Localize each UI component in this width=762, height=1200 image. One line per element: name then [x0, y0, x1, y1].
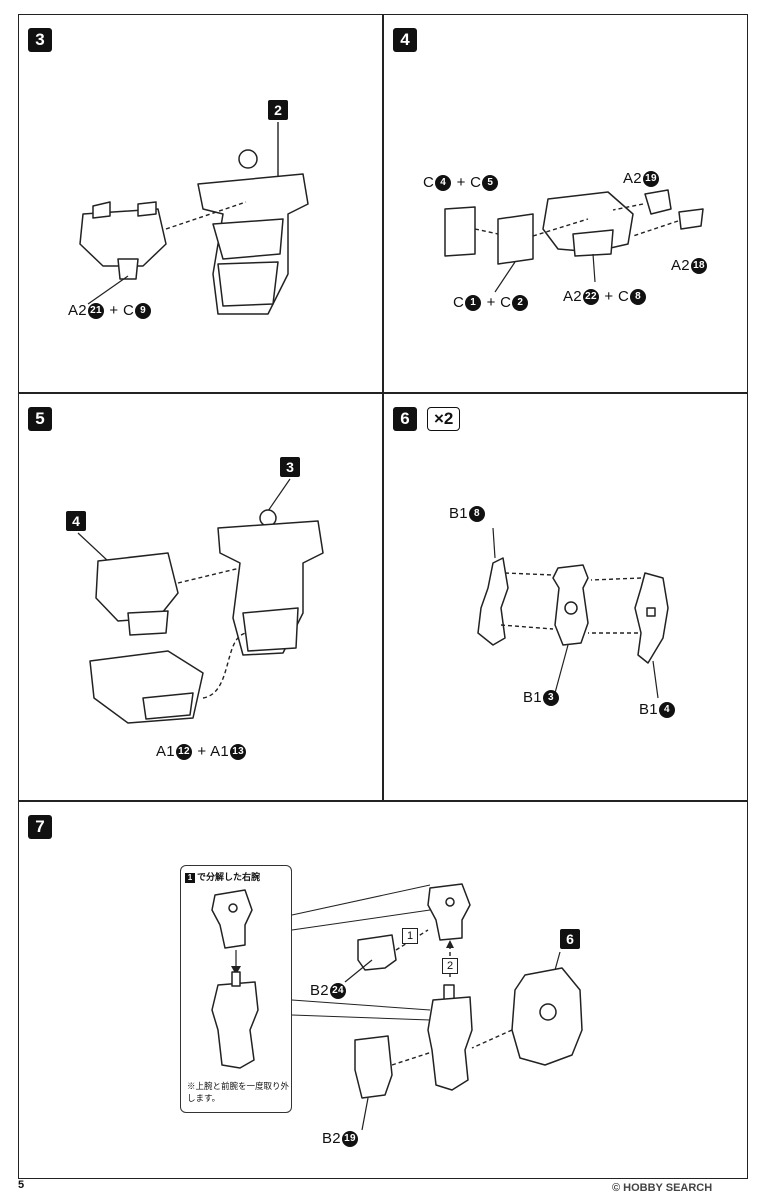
part-code: B1 [449, 505, 468, 522]
part-code: C [617, 288, 630, 305]
part-code: C [470, 174, 482, 191]
part-code: C [122, 302, 135, 319]
plus-sign: + [456, 174, 466, 191]
part-code: A2 [563, 288, 582, 305]
part-number-badge: 21 [87, 303, 104, 320]
quantity-multiplier: ×2 [427, 407, 461, 431]
inset-note: ※上腕と前腕を一度取り外します。 [187, 1081, 290, 1103]
torso-chest-assembly-illustration [77, 478, 324, 724]
part-number-badge: 8 [630, 289, 647, 306]
part-code: A2 [623, 170, 642, 187]
part-number-badge: 22 [582, 289, 599, 306]
part-number-badge: 19 [341, 1131, 358, 1148]
part-code: C [423, 174, 435, 191]
part-number-badge: 19 [642, 171, 659, 188]
part-number-badge: 9 [135, 303, 152, 320]
part-number-badge: 24 [329, 983, 346, 1000]
page-number: 5 [18, 1179, 25, 1191]
divider-vertical-top [382, 14, 384, 800]
step-number: 5 [28, 407, 52, 431]
part-number-badge: 8 [468, 506, 485, 523]
part-number-badge: 1 [465, 295, 482, 312]
part-code: C [453, 294, 465, 311]
part-number-badge: 4 [658, 702, 675, 719]
plus-sign: + [486, 294, 496, 311]
part-number-badge: 18 [690, 258, 707, 275]
part-number-badge: 2 [512, 295, 529, 312]
assembly-ref-left: 4 [66, 511, 86, 531]
step-number: 7 [28, 815, 52, 839]
step-number: 4 [393, 28, 417, 52]
part-code: B2 [322, 1130, 341, 1147]
plus-sign: + [109, 302, 119, 319]
divider-horizontal-2 [18, 800, 748, 802]
order-step-1-box: 1 [402, 928, 418, 944]
plus-sign: + [197, 743, 207, 760]
part-code: A2 [68, 302, 87, 319]
part-code: A1 [156, 743, 175, 760]
step-number: 6 [393, 407, 417, 431]
inset-title-text: で分解した右腕 [197, 872, 261, 882]
part-number-badge: 4 [435, 175, 452, 192]
plus-sign: + [604, 288, 614, 305]
torso-part-illustration [79, 122, 309, 315]
part-code: B1 [523, 689, 542, 706]
part-code: C [500, 294, 512, 311]
step-7-panel: 7 6 [18, 801, 748, 1179]
part-code: B1 [639, 701, 658, 718]
joint-parts-illustration [477, 527, 669, 699]
part-number-badge: 12 [175, 744, 192, 761]
watermark: © HOBBY SEARCH [612, 1182, 713, 1194]
assembly-ref-right: 3 [280, 457, 300, 477]
assembly-ref: 2 [268, 100, 288, 120]
part-number-badge: 5 [482, 175, 499, 192]
part-number-badge: 13 [230, 744, 247, 761]
part-code: A1 [210, 743, 230, 760]
part-number-badge: 3 [542, 690, 559, 707]
assembly-ref: 6 [560, 929, 580, 949]
part-code: A2 [671, 257, 690, 274]
part-code: B2 [310, 982, 329, 999]
chest-parts-illustration [444, 189, 704, 293]
order-step-2-box: 2 [442, 958, 458, 974]
step-number: 3 [28, 28, 52, 52]
inset-step-badge: 1 [185, 873, 195, 883]
divider-horizontal-1 [18, 392, 748, 394]
